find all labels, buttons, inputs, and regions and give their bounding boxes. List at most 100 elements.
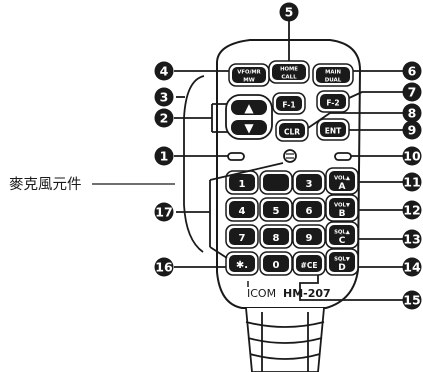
clr-key[interactable]: CLR: [275, 119, 309, 142]
key-a-vol-up-lower-label: A: [339, 182, 346, 192]
ent-key-label: ENT: [325, 126, 342, 135]
callout-badge-number: 16: [155, 259, 173, 274]
callout-badge-9: 9: [402, 120, 422, 140]
callout-badge-7: 7: [402, 82, 422, 102]
callout-badge-number: 13: [403, 231, 420, 246]
right-led: [334, 152, 352, 161]
vfo-mr-key-upper-label: VFO/MR: [237, 70, 261, 76]
f2-key-label: F-2: [326, 98, 339, 107]
callout-badge-17: 17: [154, 202, 174, 222]
callout-badge-1: 1: [154, 146, 174, 166]
callout-badge-number: 9: [408, 122, 417, 137]
key-c-sql-up[interactable]: SQL▲C: [325, 221, 359, 249]
callout-badge-number: 2: [160, 110, 169, 125]
callout-badge-3: 3: [154, 87, 174, 107]
callout-badge-number: 4: [160, 63, 169, 78]
key-a-vol-up-upper-label: VOL▲: [334, 175, 351, 181]
key-7[interactable]: 7: [225, 224, 259, 249]
callout-badge-number: 12: [403, 202, 420, 217]
callout-badge-13: 13: [402, 229, 422, 249]
key-7-label: 7: [239, 233, 246, 244]
callout-badge-number: 8: [408, 105, 417, 120]
key-3[interactable]: 3: [292, 170, 326, 195]
vfo-mr-key-lower-label: MW: [243, 77, 255, 83]
key-2[interactable]: [259, 170, 293, 195]
leader-line: [176, 162, 284, 259]
leader-line: [174, 103, 228, 133]
key-5-label: 5: [273, 206, 280, 217]
leader-line: [307, 112, 403, 129]
cable-strain-relief: [245, 307, 325, 372]
callout-badge-number: 14: [403, 259, 421, 274]
callout-badge-number: 15: [403, 292, 420, 307]
callout-badge-4: 4: [154, 61, 174, 81]
callout-badge-15: 15: [402, 290, 422, 310]
key-1-label: 1: [239, 179, 246, 190]
left-led: [227, 152, 245, 161]
key-0-label: 0: [273, 260, 280, 271]
callout-badge-number: 10: [403, 148, 421, 163]
key-a-vol-up[interactable]: VOL▲A: [325, 167, 359, 195]
down-arrow-icon: ▼: [244, 121, 254, 135]
callout-badge-number: 17: [155, 204, 172, 219]
up-down-rocker[interactable]: ▲ ▼: [225, 94, 273, 140]
key-hash-ce[interactable]: #CE: [292, 251, 326, 276]
f2-key[interactable]: F-2: [316, 90, 350, 113]
ptt-bar: [183, 75, 205, 253]
key-c-sql-up-upper-label: SQL▲: [334, 229, 351, 235]
callout-badge-number: 11: [403, 174, 420, 189]
leader-line: [348, 91, 403, 99]
key-d-sql-down-upper-label: SQL▼: [334, 256, 351, 262]
callout-badge-number: 7: [408, 84, 417, 99]
key-4[interactable]: 4: [225, 197, 259, 222]
callout-badge-2: 2: [154, 108, 174, 128]
key-9[interactable]: 9: [292, 224, 326, 249]
main-dual-key-lower-label: DUAL: [325, 77, 342, 83]
key-hash-ce-label: #CE: [301, 261, 318, 270]
f1-key-label: F-1: [282, 100, 295, 109]
key-c-sql-up-lower-label: C: [339, 236, 346, 246]
callout-badge-11: 11: [402, 172, 422, 192]
key-star[interactable]: ✱.: [225, 251, 259, 276]
callout-badge-number: 5: [285, 4, 294, 19]
callout-badge-number: 1: [160, 148, 169, 163]
mic-element-hole: [283, 149, 297, 163]
callout-badge-14: 14: [402, 257, 422, 277]
key-star-label: ✱.: [236, 260, 248, 271]
callout-badge-8: 8: [402, 103, 422, 123]
ent-key[interactable]: ENT: [316, 118, 350, 141]
key-5[interactable]: 5: [259, 197, 293, 222]
key-1[interactable]: 1: [225, 170, 259, 195]
brand-logo-text: ICOM: [247, 287, 276, 300]
callout-badge-5: 5: [279, 2, 299, 22]
key-6-label: 6: [306, 206, 313, 217]
key-0[interactable]: 0: [259, 251, 293, 276]
callout-mic-element-label: 麥克風元件: [9, 176, 82, 193]
key-b-vol-down[interactable]: VOL▼B: [325, 194, 359, 222]
callout-badge-number: 6: [408, 63, 417, 78]
callout-badge-12: 12: [402, 200, 422, 220]
main-dual-key-upper-label: MAIN: [325, 70, 341, 76]
key-8[interactable]: 8: [259, 224, 293, 249]
up-arrow-icon: ▲: [244, 101, 254, 115]
callout-badge-16: 16: [154, 257, 174, 277]
brand-plate: ICOM HM-207: [247, 281, 331, 300]
key-d-sql-down-lower-label: D: [338, 263, 345, 273]
f1-key[interactable]: F-1: [272, 92, 306, 115]
callout-badge-10: 10: [402, 146, 422, 166]
home-call-key-upper-label: HOME: [280, 67, 298, 73]
clr-key-label: CLR: [284, 127, 300, 136]
key-9-label: 9: [306, 233, 313, 244]
key-d-sql-down[interactable]: SQL▼D: [325, 248, 359, 276]
callout-badge-6: 6: [402, 61, 422, 81]
key-6[interactable]: 6: [292, 197, 326, 222]
key-3-label: 3: [306, 179, 313, 190]
key-b-vol-down-upper-label: VOL▼: [334, 202, 351, 208]
model-name: HM-207: [283, 287, 331, 300]
key-4-label: 4: [239, 206, 246, 217]
